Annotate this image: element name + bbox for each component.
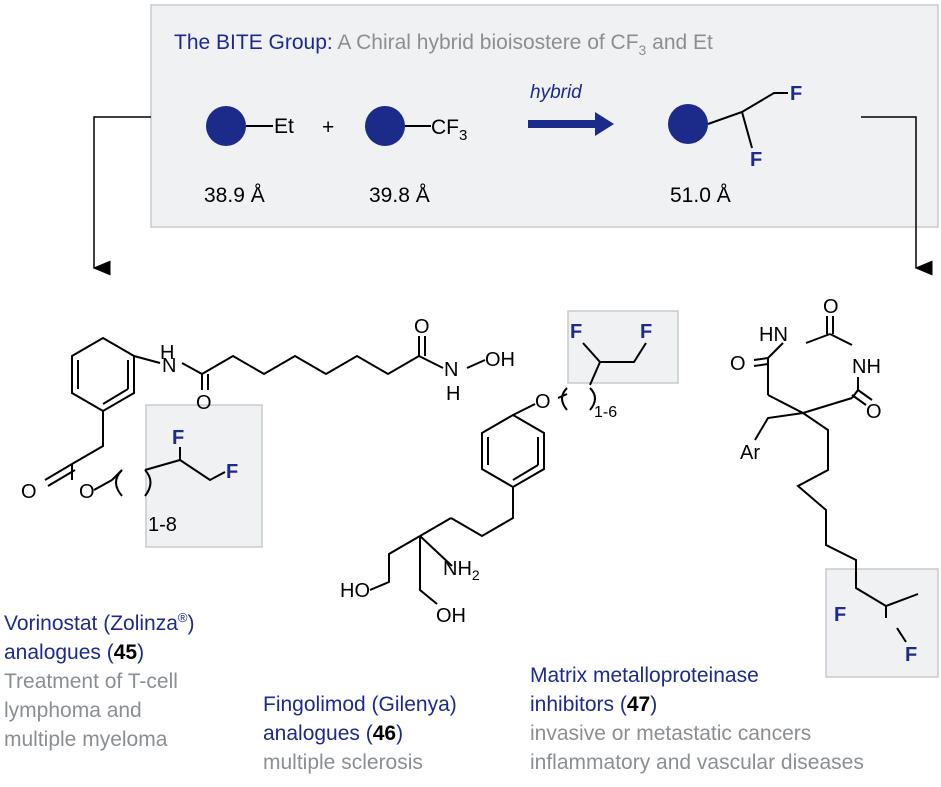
s47-oxo-left: O xyxy=(730,353,746,375)
caption-46-subtitle: analogues (46) xyxy=(263,722,404,745)
s46-hydroxyl-right: OH xyxy=(436,605,466,627)
structure-45-vorinostat-analogue xyxy=(44,336,486,548)
et-core-circle xyxy=(206,106,246,146)
s45-amide-n: N xyxy=(162,355,176,377)
s45-fluorine-2: F xyxy=(226,461,238,483)
caption-45-indication-2: lymphoma and xyxy=(4,699,142,722)
bite-fluorine-bottom: F xyxy=(750,149,762,171)
s46-amine: NH2 xyxy=(443,558,480,583)
s46-chain-range: 1-6 xyxy=(594,404,617,421)
header-title: The BITE Group: A Chiral hybrid bioisost… xyxy=(174,31,713,58)
caption-45: Vorinostat (Zolinza®) analogues (45) Tre… xyxy=(4,603,195,754)
cf3-core-circle xyxy=(365,106,405,146)
hybrid-arrow xyxy=(528,112,614,136)
s45-ester-carbonyl-o: O xyxy=(21,481,37,503)
s45-hydroxamate-oh: OH xyxy=(485,349,515,371)
caption-47-indication-2: inflammatory and vascular diseases xyxy=(530,751,864,774)
hybrid-label: hybrid xyxy=(530,82,583,103)
s45-hydroxamate-h: H xyxy=(446,383,460,405)
s45-ester-o: O xyxy=(79,481,95,503)
et-volume: 38.9 Å xyxy=(204,184,265,207)
structure-47-mmp-inhibitor xyxy=(753,316,939,678)
s47-aryl: Ar xyxy=(740,442,760,464)
cf3-volume: 39.8 Å xyxy=(369,184,430,207)
bite-volume: 51.0 Å xyxy=(670,184,731,207)
s45-chain-range: 1-8 xyxy=(148,514,177,536)
left-connector-arrow xyxy=(92,116,151,276)
s45-hydroxamate-o: O xyxy=(414,316,430,338)
s45-hydroxamate-n: N xyxy=(444,359,458,381)
plus-sign: + xyxy=(322,116,334,139)
s47-oxo-right: O xyxy=(866,401,882,423)
caption-46-title: Fingolimod (Gilenya) xyxy=(263,693,457,716)
cf3-label: CF3 xyxy=(431,116,467,144)
caption-45-indication-3: multiple myeloma xyxy=(4,728,168,751)
caption-47-title: Matrix metalloproteinase xyxy=(530,664,759,687)
s47-oxo-top: O xyxy=(823,296,839,318)
s46-hydroxyl-left: HO xyxy=(340,580,370,602)
right-connector-arrow xyxy=(861,116,933,276)
caption-46-indication: multiple sclerosis xyxy=(263,751,423,774)
caption-46: Fingolimod (Gilenya) analogues (46) mult… xyxy=(263,690,457,777)
s45-fluorine-1: F xyxy=(172,427,184,449)
bite-fluorine-top: F xyxy=(790,83,802,105)
et-label: Et xyxy=(274,115,294,138)
s47-hn: HN xyxy=(759,324,788,346)
s46-fluorine-1: F xyxy=(570,321,582,343)
s47-fluorine-1: F xyxy=(834,604,846,626)
bite-core-circle xyxy=(668,104,708,144)
s47-fluorine-2: F xyxy=(905,644,917,666)
s45-amide-o: O xyxy=(196,392,212,414)
bite-header-box xyxy=(150,4,939,228)
s47-nh: NH xyxy=(852,356,881,378)
caption-47-indication-1: invasive or metastatic cancers xyxy=(530,722,812,745)
caption-45-title: Vorinostat (Zolinza®) xyxy=(4,610,195,635)
s46-fluorine-2: F xyxy=(640,321,652,343)
caption-47-subtitle: inhibitors (47) xyxy=(530,693,658,716)
structure-46-fingolimod-analogue xyxy=(369,310,679,605)
s46-ether-o: O xyxy=(535,391,551,413)
s45-amide-h: H xyxy=(160,342,174,364)
caption-47: Matrix metalloproteinase inhibitors (47)… xyxy=(530,661,864,777)
caption-45-indication-1: Treatment of T-cell xyxy=(4,670,178,693)
caption-45-subtitle: analogues (45) xyxy=(4,641,145,664)
